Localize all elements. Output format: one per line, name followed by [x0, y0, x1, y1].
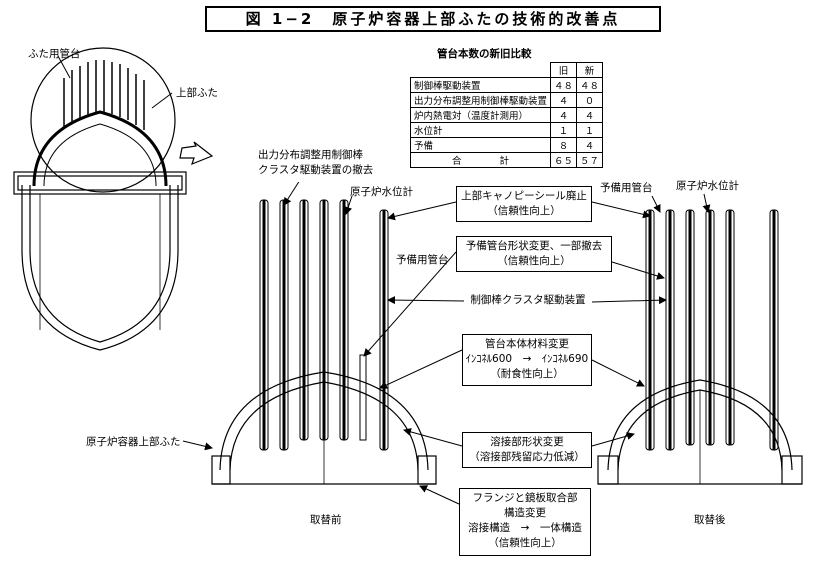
- box-line: （溶接部残留応力低減）: [469, 451, 585, 463]
- crdm-housings-after: [645, 209, 779, 451]
- box-line: 構造変更: [504, 507, 546, 519]
- detail-circle: [30, 47, 176, 193]
- before-label: 取替前: [310, 514, 342, 526]
- box-line: （信頼性向上）: [487, 205, 561, 217]
- leader-line: [57, 55, 71, 79]
- material-change-box: 管台本体材料変更 ｲﾝｺﾈﾙ600 → ｲﾝｺﾈﾙ690 （耐食性向上）: [462, 334, 592, 386]
- table-caption: 管台本数の新旧比較: [437, 48, 532, 60]
- spare-nozzle-label-right: 予備用管台: [600, 182, 653, 194]
- lid-nozzles-illustration: [63, 60, 145, 130]
- box-line: 溶接構造 → 一体構造: [468, 522, 582, 534]
- box-line: （信頼性向上）: [488, 537, 562, 549]
- spare-nozzle-label-left: 予備用管台: [396, 254, 449, 266]
- vessel-upper-lid-label: 原子炉容器上部ふた: [86, 436, 181, 448]
- lid-after-illustration: [597, 379, 803, 485]
- removal-label-line2: クラスタ駆動装置の撤去: [258, 164, 374, 176]
- figure-title: 図 1−2 原子炉容器上部ふたの技術的改善点: [205, 6, 661, 32]
- zoom-arrow-icon: [179, 141, 214, 166]
- box-line: （信頼性向上）: [497, 255, 571, 267]
- reactor-vessel-illustration: [13, 110, 187, 351]
- lid-nozzle-label: ふた用管台: [28, 48, 81, 60]
- box-line: （耐食性向上）: [490, 368, 564, 380]
- callout-arrows: [182, 179, 711, 505]
- removal-label: 出力分布調整用制御棒 クラスタ駆動装置の撤去: [258, 146, 388, 182]
- box-line: ｲﾝｺﾈﾙ600 → ｲﾝｺﾈﾙ690: [465, 353, 589, 365]
- crdm-label: 制御棒クラスタ駆動装置: [464, 292, 592, 312]
- crdm-housings-before: [259, 199, 389, 451]
- spare-nozzle-box: 予備管台形状変更、一部撤去 （信頼性向上）: [456, 236, 612, 272]
- box-line: 予備管台形状変更、一部撤去: [465, 240, 603, 252]
- table-cell: ５７: [576, 152, 604, 168]
- leader-line: [151, 92, 173, 109]
- water-level-label-right: 原子炉水位計: [676, 180, 739, 192]
- box-line: 上部キャノピーシール廃止: [461, 190, 587, 202]
- upper-lid-label: 上部ふた: [176, 87, 218, 99]
- box-line: フランジと鏡板取合部: [472, 492, 578, 504]
- removal-label-line1: 出力分布調整用制御棒: [258, 149, 363, 161]
- weld-change-box: 溶接部形状変更 （溶接部残留応力低減）: [462, 432, 592, 468]
- flange-change-box: フランジと鏡板取合部 構造変更 溶接構造 → 一体構造 （信頼性向上）: [459, 488, 591, 556]
- after-label: 取替後: [694, 514, 726, 526]
- box-line: 管台本体材料変更: [485, 338, 569, 350]
- table-cell: ６５: [550, 152, 578, 168]
- water-level-label-left: 原子炉水位計: [350, 186, 413, 198]
- box-line: 溶接部形状変更: [490, 436, 564, 448]
- canopy-seal-box: 上部キャノピーシール廃止 （信頼性向上）: [456, 186, 592, 222]
